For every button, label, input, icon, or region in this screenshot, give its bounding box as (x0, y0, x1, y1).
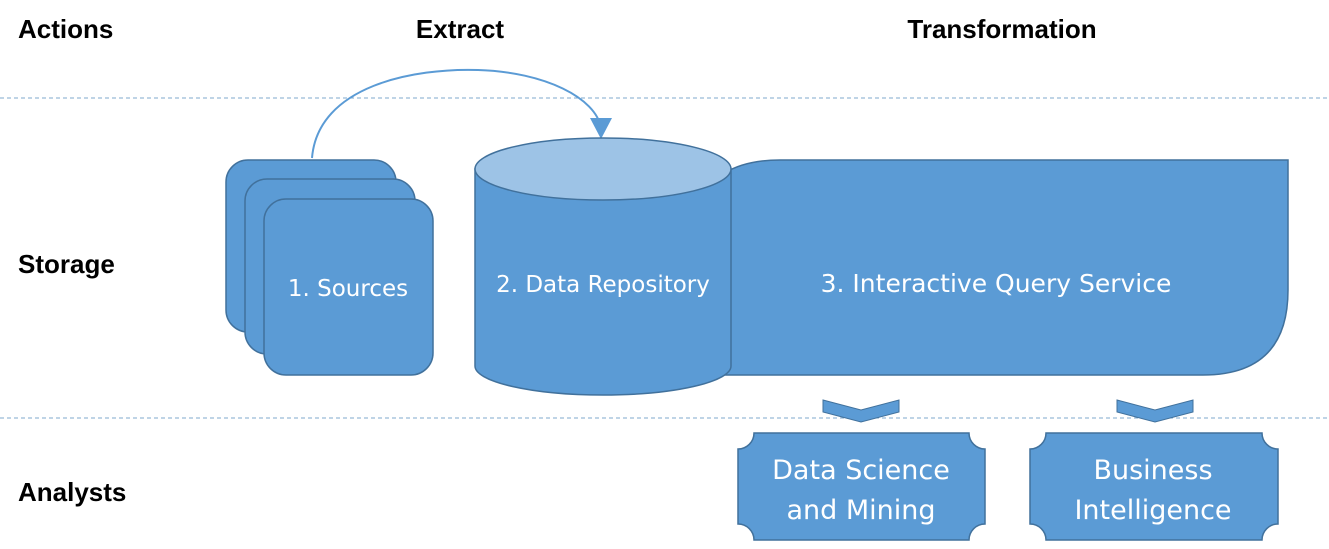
business-intelligence-plaque (1029, 432, 1279, 541)
row-label-actions: Actions (18, 14, 114, 44)
query-service-label: 3. Interactive Query Service (821, 269, 1172, 298)
business-intelligence-label-line2: Intelligence (1074, 495, 1231, 526)
extract-arrow-line (311, 68, 602, 159)
cylinder-body (474, 168, 732, 396)
business-intelligence-label-line1: Business (1093, 455, 1212, 486)
chevron-down-icon-right (1116, 399, 1194, 423)
column-label-extract: Extract (415, 14, 505, 44)
data-repository-cylinder: 2. Data Repository (474, 137, 732, 396)
cylinder-top (474, 137, 732, 201)
data-science-label-line2: and Mining (786, 495, 935, 526)
row-label-analysts: Analysts (18, 477, 127, 507)
row-label-storage: Storage (18, 249, 115, 279)
data-science-node: Data Science and Mining (737, 432, 986, 541)
chevron-down-icon-left (822, 399, 900, 423)
data-science-label-line1: Data Science (772, 455, 950, 486)
query-service-shape (699, 159, 1289, 376)
sources-card-front (263, 198, 434, 376)
business-intelligence-node: Business Intelligence (1029, 432, 1279, 541)
data-repository-label: 2. Data Repository (496, 272, 710, 298)
column-label-transformation: Transformation (907, 14, 1097, 44)
sources-label: 1. Sources (288, 276, 408, 302)
data-science-plaque (737, 432, 986, 541)
extract-arrow-head (590, 118, 612, 139)
sources-stack: 1. Sources (225, 159, 434, 376)
